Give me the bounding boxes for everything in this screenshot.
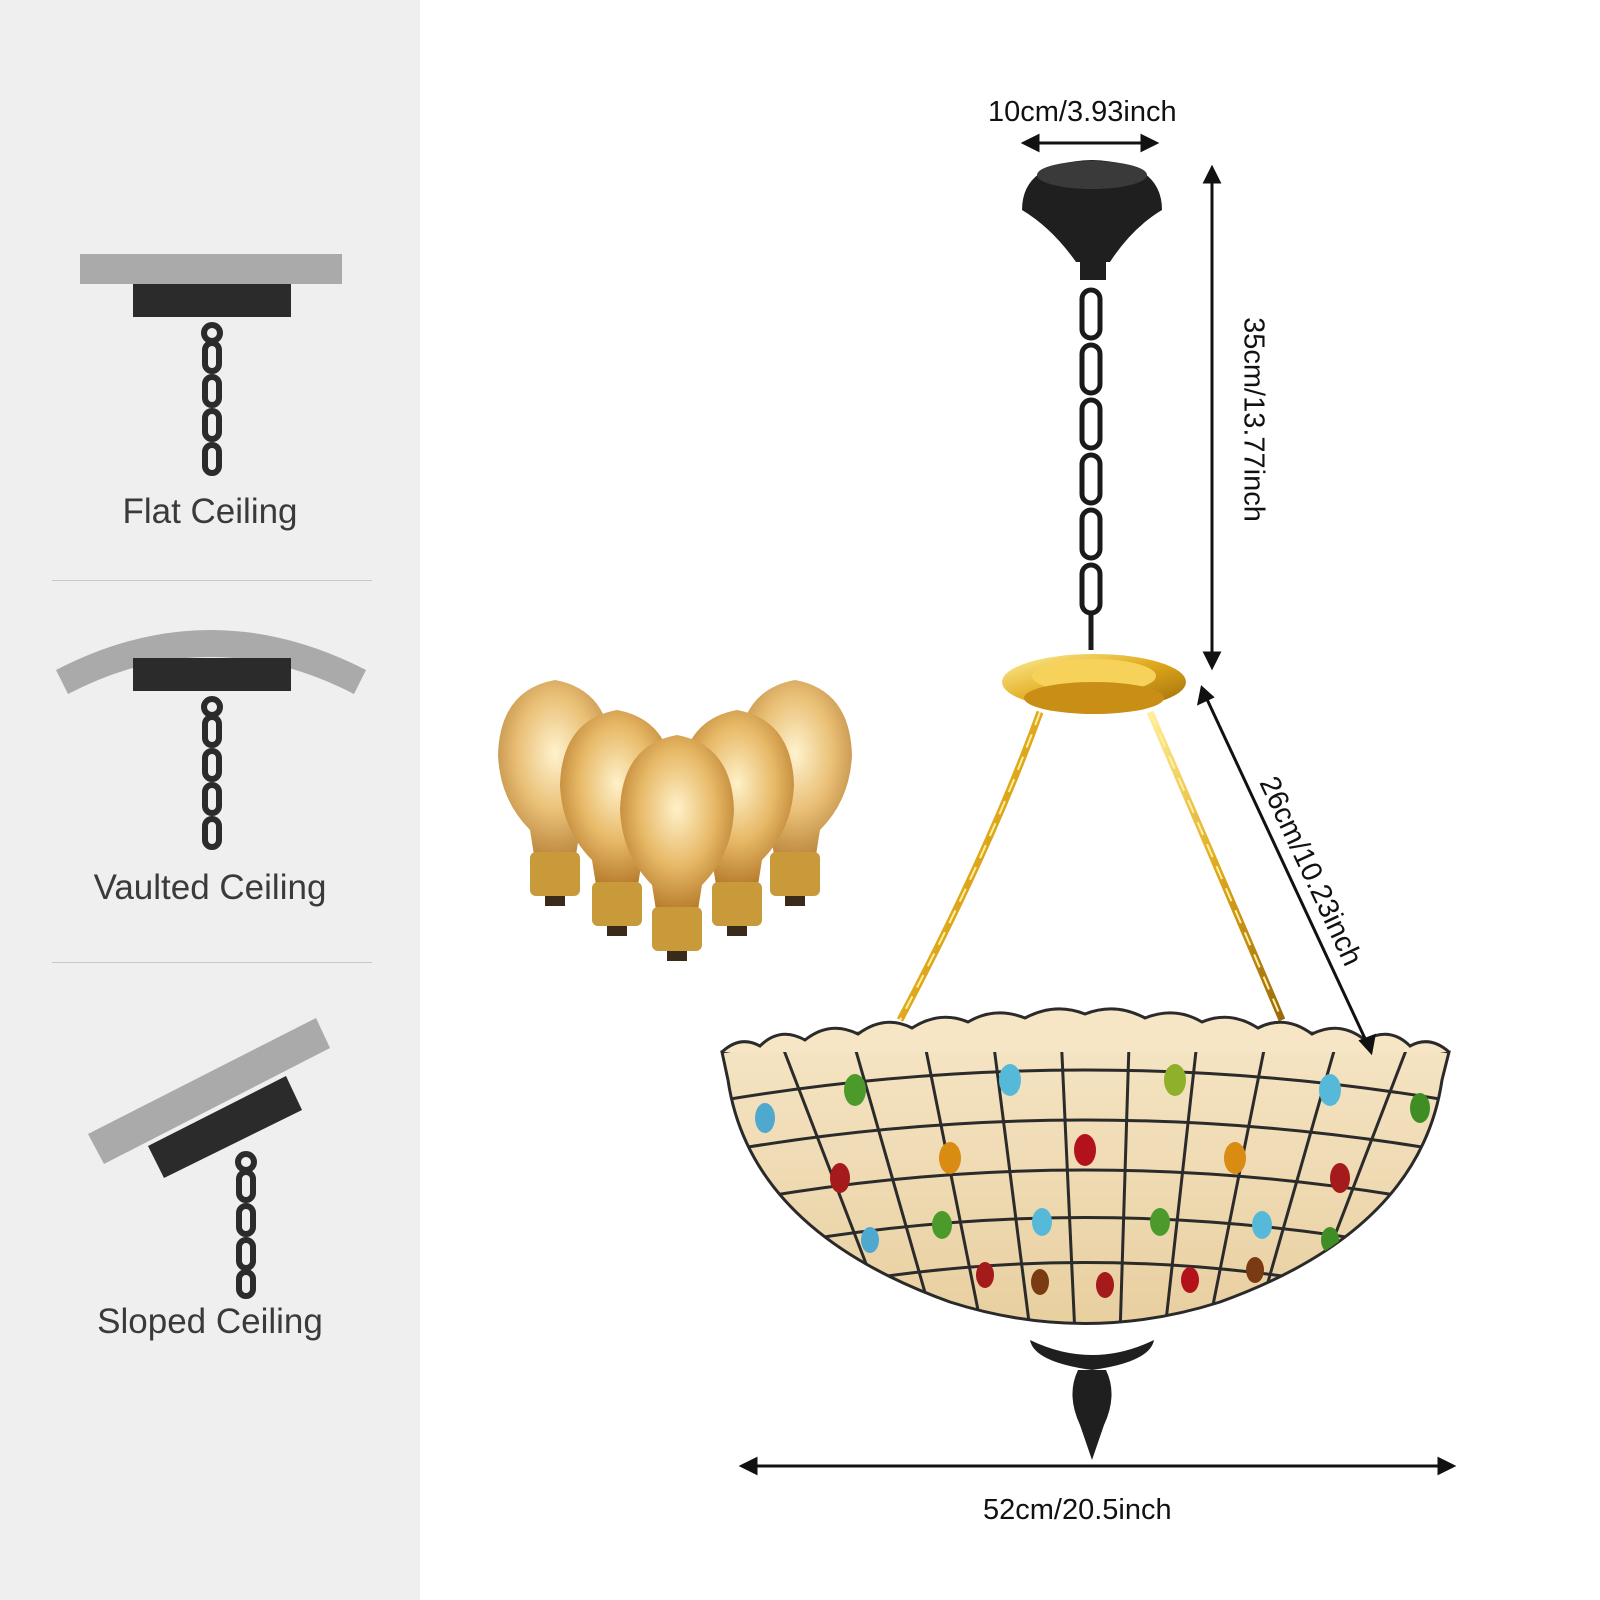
- canopy-width-label: 10cm/3.93inch: [988, 96, 1177, 128]
- dimension-arrows: [738, 133, 1457, 1476]
- bulb-icon: [620, 735, 734, 961]
- vaulted-ceiling-mount-icon: [56, 630, 366, 850]
- bottom-finial: [1030, 1340, 1154, 1460]
- vaulted-ceiling-label: Vaulted Ceiling: [93, 868, 327, 907]
- flat-ceiling-mount-icon: [80, 254, 342, 476]
- hanging-chain: [1079, 287, 1103, 650]
- divider: [52, 580, 372, 581]
- mounting-options-panel: Flat Ceiling Vaulted Ceiling Sloped Ceil…: [0, 0, 420, 1600]
- pendant-lamp-illustration: [498, 133, 1457, 1476]
- tiffany-glass-shade: [720, 1007, 1451, 1325]
- brass-arms: [896, 710, 1286, 1030]
- shade-diameter-label: 52cm/20.5inch: [983, 1494, 1172, 1526]
- chain-length-label: 35cm/13.77inch: [1237, 317, 1270, 522]
- brass-crown: [1002, 654, 1186, 714]
- divider: [52, 962, 372, 963]
- edison-bulbs: [498, 680, 852, 961]
- ceiling-canopy: [1022, 160, 1162, 280]
- sloped-ceiling-mount-icon: [88, 1018, 330, 1299]
- sloped-ceiling-label: Sloped Ceiling: [97, 1302, 323, 1341]
- flat-ceiling-label: Flat Ceiling: [122, 492, 298, 531]
- colored-glass-jewels: [755, 1064, 1430, 1298]
